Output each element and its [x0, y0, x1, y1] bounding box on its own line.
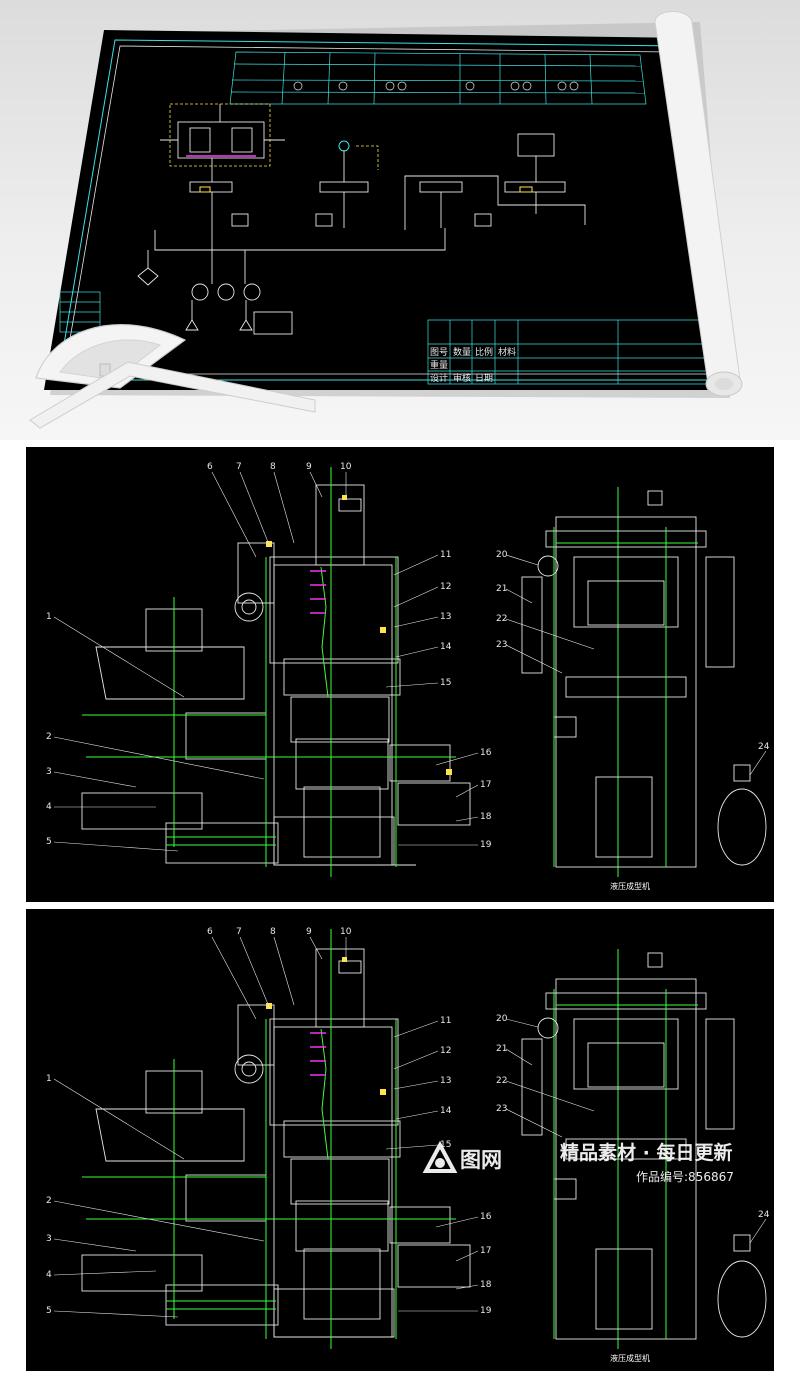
title-cell: 图号 [430, 347, 448, 358]
callout: 3 [46, 767, 52, 777]
callout: 24 [758, 742, 770, 752]
callout: 21 [496, 1044, 507, 1054]
callout: 7 [236, 927, 242, 937]
callout: 19 [480, 1306, 492, 1316]
title-cell: 日期 [475, 373, 493, 384]
callout: 20 [496, 550, 508, 560]
callout: 4 [46, 802, 52, 812]
watermark: 图网 精品素材 · 每日更新 作品编号:856867 [422, 1140, 734, 1184]
drawing-panel-front-side-copy: 1 2 3 4 5 6 7 8 9 10 11 12 13 14 15 16 1… [26, 909, 774, 1371]
header-table [229, 51, 647, 105]
callout: 5 [46, 837, 52, 847]
callout: 13 [440, 612, 451, 622]
callouts-side: 20 21 22 23 24 [496, 550, 770, 752]
callout: 14 [440, 1106, 452, 1116]
callout: 8 [270, 927, 276, 937]
side-view [521, 490, 767, 868]
callout: 10 [340, 927, 352, 937]
callout: 17 [480, 780, 491, 790]
watermark-id: 作品编号:856867 [636, 1169, 734, 1184]
callout: 15 [440, 1140, 451, 1150]
callout: 18 [480, 1280, 492, 1290]
schematic-sheet-svg: 图号 数量 比例 材料 重量 设计 审核 日期 [29, 11, 743, 429]
callout: 6 [207, 927, 213, 937]
callout: 13 [440, 1076, 451, 1086]
callout: 19 [480, 840, 492, 850]
protractor-icon [29, 324, 316, 429]
drawing-caption: 液压成型机 [610, 881, 650, 891]
callout: 10 [340, 462, 352, 472]
drawing-caption: 液压成型机 [610, 1353, 650, 1363]
callout: 6 [207, 462, 213, 472]
callout: 12 [440, 1046, 451, 1056]
callout: 22 [496, 1076, 507, 1086]
callout: 3 [46, 1234, 52, 1244]
rolled-drawing-mockup: 图号 数量 比例 材料 重量 设计 审核 日期 [0, 0, 800, 440]
callout: 11 [440, 1016, 451, 1026]
left-title-strip [59, 291, 101, 333]
callouts-side: 20 21 22 23 24 [496, 1014, 770, 1220]
callout: 21 [496, 584, 507, 594]
paper-roll [654, 11, 743, 397]
callouts-right: 11 12 13 14 15 16 17 18 19 [440, 1016, 492, 1316]
callout: 20 [496, 1014, 508, 1024]
callout: 18 [480, 812, 492, 822]
side-view [521, 952, 767, 1340]
callouts-left: 1 2 3 4 5 [46, 1074, 52, 1316]
title-cell: 重量 [430, 359, 448, 371]
callout: 1 [46, 1074, 52, 1084]
callout: 22 [496, 614, 507, 624]
title-block-cells: 图号 数量 比例 材料 重量 设计 审核 日期 [430, 346, 516, 384]
callouts-left: 1 2 3 4 5 [46, 612, 52, 847]
callout: 2 [46, 732, 52, 742]
drawing-panel-front-side: 1 2 3 4 5 6 7 8 9 10 11 12 13 14 15 16 1… [26, 447, 774, 902]
callout: 24 [758, 1210, 770, 1220]
callout: 4 [46, 1270, 52, 1280]
title-cell: 材料 [498, 346, 516, 358]
hydraulic-circuit [137, 104, 586, 335]
callout: 23 [496, 640, 507, 650]
front-view [81, 948, 471, 1338]
callout: 11 [440, 550, 451, 560]
callout: 9 [306, 462, 312, 472]
callout: 16 [480, 748, 492, 758]
title-block [427, 319, 719, 385]
callout: 9 [306, 927, 312, 937]
callout: 8 [270, 462, 276, 472]
front-view [81, 484, 471, 866]
callouts-right: 11 12 13 14 15 16 17 18 19 [440, 550, 492, 850]
callout: 15 [440, 678, 451, 688]
callout: 23 [496, 1104, 507, 1114]
title-cell: 数量 [453, 346, 471, 358]
title-cell: 审核 [453, 372, 471, 384]
callout: 12 [440, 582, 451, 592]
title-cell: 比例 [475, 346, 493, 358]
machine-drawing-svg: 1 2 3 4 5 6 7 8 9 10 11 12 13 14 15 16 1… [46, 462, 770, 891]
machine-drawing-svg: 1 2 3 4 5 6 7 8 9 10 11 12 13 14 15 16 1… [46, 927, 770, 1363]
title-cell: 设计 [430, 372, 448, 384]
callout: 7 [236, 462, 242, 472]
watermark-slogan: 精品素材 · 每日更新 [560, 1141, 732, 1164]
callout: 1 [46, 612, 52, 622]
callouts-top: 6 7 8 9 10 [207, 462, 352, 472]
callouts-top: 6 7 8 9 10 [207, 927, 352, 937]
callout: 17 [480, 1246, 491, 1256]
callout: 16 [480, 1212, 492, 1222]
callout: 14 [440, 642, 452, 652]
callout: 2 [46, 1196, 52, 1206]
schematic-sheet [44, 30, 730, 390]
callout: 5 [46, 1306, 52, 1316]
brand-logo-icon [422, 1140, 458, 1173]
watermark-brand: 图网 [460, 1148, 502, 1172]
